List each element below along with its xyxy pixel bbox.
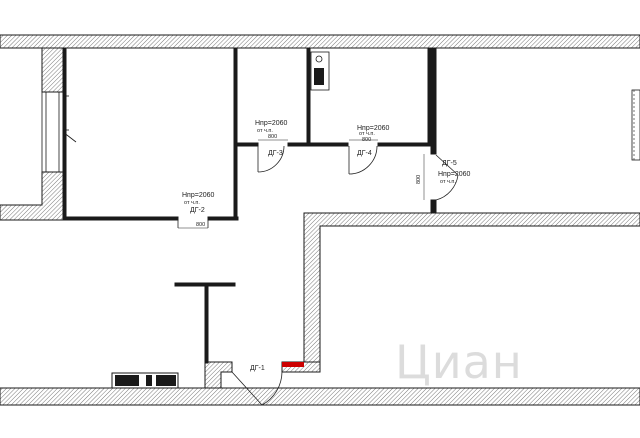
door-d2: [177, 218, 209, 228]
wall-left-room-bottom: [0, 171, 64, 221]
width-d2: 800: [196, 222, 205, 228]
labels: Нпр=2060 от ч.п. ДГ-2 800 Нпр=2060 от ч.…: [182, 120, 471, 372]
width-d5: 800: [416, 175, 422, 184]
kitchen-appliances: [111, 372, 179, 389]
door-label-d4: ДГ-4: [357, 150, 372, 157]
partition-wc-left: [306, 47, 311, 147]
dimensions: [178, 139, 425, 229]
door-label-d2: ДГ-2: [190, 207, 205, 214]
watermark-text: Циан: [395, 335, 523, 389]
partition-corridor-b: [287, 142, 349, 147]
door-d1: [231, 371, 283, 406]
partition-wc-right: [427, 47, 437, 147]
partition-corridor-a: [233, 142, 259, 147]
partition-t-stem: [204, 285, 209, 364]
height-note-d2: от ч.п.: [184, 200, 200, 206]
wall-top: [0, 34, 640, 49]
wall-bottom: [0, 387, 640, 406]
bathroom-fixture: [310, 51, 330, 91]
doors: [177, 145, 459, 406]
partition-corridor-c: [377, 142, 437, 147]
height-note-d5: от ч.п.: [440, 179, 456, 185]
partition-room1-right: [233, 47, 238, 221]
door-d3: [257, 145, 285, 173]
entrance-marker: [282, 362, 304, 367]
door-label-d5: ДГ-5: [442, 160, 457, 167]
wall-left-room-top: [41, 47, 64, 93]
window-left: [41, 91, 77, 173]
height-label-d4: Нпр=2060: [357, 125, 390, 132]
door-label-d1: ДГ-1: [250, 365, 265, 372]
partition-room1-bottom-a: [62, 216, 179, 221]
height-note-d4: от ч.п.: [359, 131, 375, 137]
window-right: [631, 89, 640, 161]
width-d4: 800: [362, 137, 371, 143]
height-label-d5: Нпр=2060: [438, 171, 471, 178]
watermark: Циан: [395, 335, 523, 389]
door-d5: [435, 154, 459, 201]
height-label-d3: Нпр=2060: [255, 120, 288, 127]
partition-corridor-right: [430, 145, 437, 155]
wall-entrance-left: [204, 361, 233, 389]
door-label-d3: ДГ-3: [268, 150, 283, 157]
door-d4: [348, 145, 378, 175]
height-label-d2: Нпр=2060: [182, 192, 215, 199]
partitions: [62, 47, 437, 364]
width-d3: 800: [268, 134, 277, 140]
height-note-d3: от ч.п.: [257, 128, 273, 134]
partition-corridor-right-b: [430, 199, 437, 214]
exterior-walls: [0, 34, 640, 406]
